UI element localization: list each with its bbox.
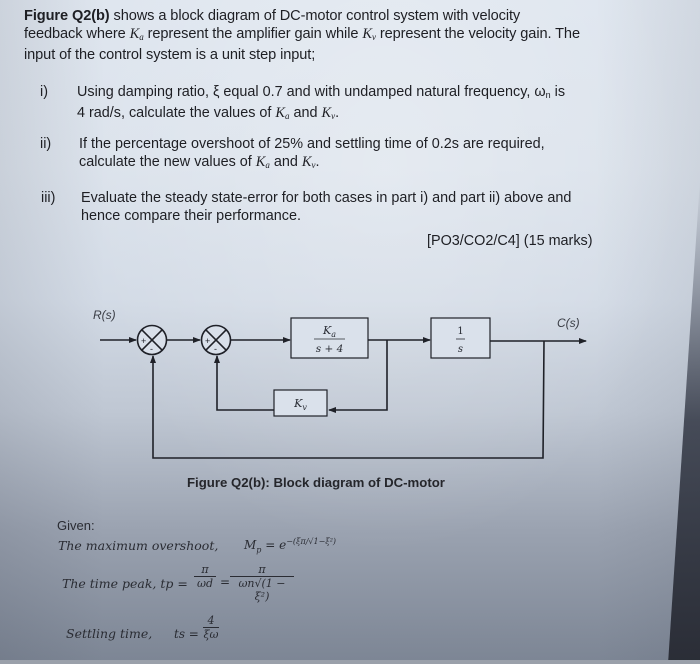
part-number: ii) bbox=[40, 136, 52, 152]
given-label: Given: bbox=[57, 518, 95, 533]
k-subscript: v bbox=[331, 111, 336, 121]
integrator-denominator: s bbox=[458, 344, 463, 355]
overshoot-label: The maximum overshoot, bbox=[58, 538, 219, 553]
part-line: and bbox=[289, 105, 322, 121]
ka-symbol: Ka bbox=[256, 154, 270, 170]
velocity-gain-block bbox=[273, 389, 328, 417]
marks-label: [PO3/CO2/C4] (15 marks) bbox=[427, 233, 593, 249]
part-line: and bbox=[269, 154, 302, 170]
fraction-numerator: π bbox=[230, 563, 294, 577]
unity-feedback-path bbox=[150, 340, 545, 459]
k-letter: K bbox=[301, 154, 312, 170]
intro-line-2: feedback where Ka represent the amplifie… bbox=[24, 25, 614, 46]
question-intro: Figure Q2(b) shows a block diagram of DC… bbox=[24, 7, 614, 64]
overshoot-formula: Mp = e−(ξπ/√1−ξ²) bbox=[244, 537, 337, 555]
fraction-denominator: ωn√(1 − ξ²) bbox=[238, 577, 286, 603]
k-letter: K bbox=[321, 105, 332, 121]
k-subscript: a bbox=[139, 32, 144, 42]
kv-symbol: Kv bbox=[302, 154, 316, 170]
part-number: i) bbox=[40, 84, 48, 100]
amplifier-denominator: s + 4 bbox=[316, 343, 344, 355]
part-number: iii) bbox=[41, 190, 56, 206]
k-subscript: a bbox=[285, 111, 290, 121]
part-line: Evaluate the steady state-error for both… bbox=[81, 190, 572, 206]
k-subscript: a bbox=[265, 160, 270, 170]
k-letter: K bbox=[255, 154, 266, 170]
bottom-edge bbox=[0, 660, 700, 664]
question-part-ii: ii) If the percentage overshoot of 25% a… bbox=[40, 135, 620, 175]
output-label: C(s) bbox=[557, 316, 580, 330]
omega-subscript: n bbox=[545, 90, 551, 100]
part-text: Evaluate the steady state-error for both… bbox=[81, 189, 611, 225]
part-text: If the percentage overshoot of 25% and s… bbox=[79, 135, 609, 174]
part-line: is bbox=[550, 84, 566, 100]
minus-sign: - bbox=[214, 344, 217, 354]
figure-reference: Figure Q2(b) bbox=[24, 8, 110, 24]
ka-symbol: Ka bbox=[275, 105, 289, 121]
intro-text: represent the velocity gain. The bbox=[375, 26, 580, 42]
fraction-denominator: ξω bbox=[203, 628, 219, 641]
kv-symbol: Kv bbox=[362, 26, 376, 42]
part-line: . bbox=[335, 105, 340, 121]
peak-time-fraction-1: π ωd bbox=[194, 563, 216, 590]
peak-time-label: The time peak, tp = bbox=[62, 576, 188, 591]
peak-time-fraction-2: π ωn√(1 − ξ²) bbox=[230, 563, 294, 603]
fraction-denominator: ωd bbox=[196, 577, 213, 590]
velocity-feedback-path bbox=[328, 340, 388, 413]
intro-line-3: input of the control system is a unit st… bbox=[24, 47, 316, 63]
question-part-iii: iii) Evaluate the steady state-error for… bbox=[41, 189, 621, 229]
intro-line-1: Figure Q2(b) shows a block diagram of DC… bbox=[24, 7, 614, 25]
settling-time-fraction: 4 ξω bbox=[203, 614, 219, 641]
part-line: 4 rad/s, calculate the values of bbox=[77, 105, 276, 121]
intro-text: shows a block diagram of DC-motor contro… bbox=[109, 8, 521, 24]
k-subscript: v bbox=[371, 32, 376, 42]
k-subscript: v bbox=[311, 160, 316, 170]
minus-sign: - bbox=[150, 344, 153, 354]
intro-text: represent the amplifier gain while bbox=[143, 26, 363, 42]
part-line: Using damping ratio, ξ equal 0.7 and wit… bbox=[77, 84, 546, 100]
part-line: If the percentage overshoot of 25% and s… bbox=[79, 136, 545, 152]
plus-sign: + bbox=[205, 336, 210, 346]
velocity-feedback-path bbox=[214, 355, 274, 411]
settling-time-lhs: ts = bbox=[174, 627, 199, 641]
plus-sign: + bbox=[141, 336, 146, 346]
integrator-numerator: 1 bbox=[457, 326, 463, 337]
settling-time-label: Settling time, bbox=[66, 626, 153, 641]
question-part-i: i) Using damping ratio, ξ equal 0.7 and … bbox=[40, 83, 620, 123]
part-line: calculate the new values of bbox=[79, 154, 256, 170]
fraction-numerator: π bbox=[194, 563, 216, 577]
part-text: Using damping ratio, ξ equal 0.7 and wit… bbox=[77, 83, 607, 125]
part-line: hence compare their performance. bbox=[81, 208, 301, 224]
kv-symbol: Kv bbox=[322, 105, 336, 121]
k-letter: K bbox=[275, 105, 285, 121]
intro-text: feedback where bbox=[24, 26, 130, 42]
part-line: . bbox=[315, 154, 320, 170]
ka-symbol: Ka bbox=[130, 26, 144, 42]
equals-sign: = bbox=[220, 575, 231, 589]
k-letter: K bbox=[362, 26, 372, 42]
figure-caption: Figure Q2(b): Block diagram of DC-motor bbox=[187, 475, 445, 490]
k-letter: K bbox=[129, 26, 140, 42]
amplifier-block bbox=[290, 317, 369, 359]
integrator-block bbox=[430, 317, 491, 359]
input-label: R(s) bbox=[93, 308, 116, 322]
fraction-numerator: 4 bbox=[203, 614, 219, 628]
